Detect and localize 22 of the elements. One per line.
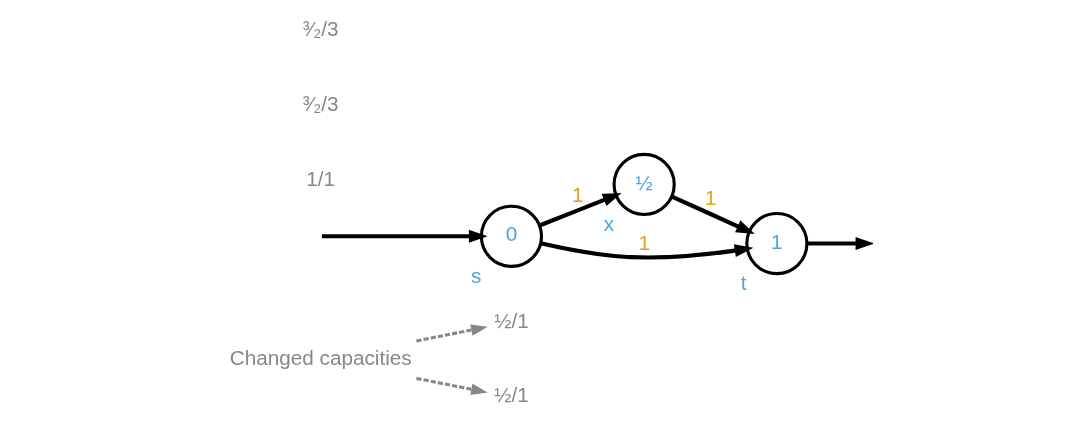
edge-label: 1 [572,183,584,207]
edge-label: 1 [638,230,650,254]
arrow [671,194,755,235]
edge-label: 1 [704,186,717,210]
arrow [806,237,873,251]
label: ³⁄₂/3 [302,17,339,41]
node-label: s [471,263,482,287]
node-text: ½/1 [494,308,529,332]
node-text: ½/1 [494,383,529,407]
node-label: x [603,212,615,236]
node-circle: 0 [479,204,544,268]
node-text: Changed capacities [229,345,412,369]
node-label: t [740,271,747,295]
label: 1/1 [306,166,336,190]
node-circle: ½ [612,152,676,217]
arrow [538,193,622,228]
node-circle: 1 [745,211,809,276]
label: ³⁄₂/3 [302,91,339,115]
arrow [416,376,488,395]
arrow [416,324,488,343]
arrow [540,241,754,260]
arrow [321,229,488,243]
